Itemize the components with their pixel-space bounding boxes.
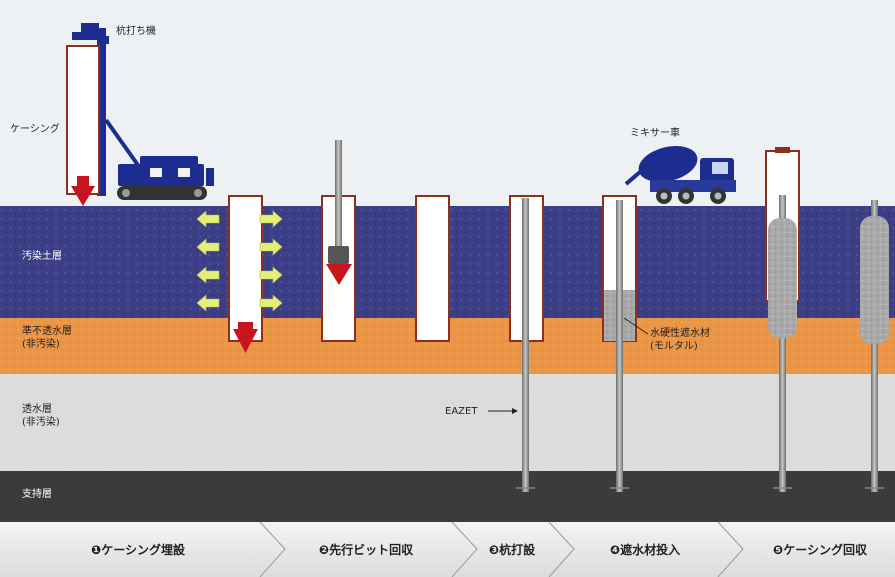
step3-pile (522, 198, 529, 492)
raised-casing (66, 45, 100, 195)
step1-hole (228, 195, 263, 342)
bearing-layer-label: 支持層 (22, 489, 52, 500)
mixer-truck (624, 145, 736, 204)
final-pile (871, 200, 878, 492)
step-2-label: ❷先行ビット回収 (318, 543, 414, 557)
bearing-layer (0, 471, 895, 522)
sealant-label: 水硬性遮水材 (モルタル) (650, 328, 710, 352)
step-1-label: ❶ケーシング埋設 (91, 543, 185, 557)
outward-arrows-right (259, 210, 283, 312)
step-4-label: ❹遮水材投入 (609, 543, 681, 557)
step5-mortar (768, 218, 797, 338)
contaminated-layer-label: 汚染土層 (22, 251, 62, 262)
step-bar (0, 522, 895, 577)
step4-pile (616, 200, 623, 492)
semi-impermeable-layer-label: 準不透水層 (非汚染) (22, 326, 72, 350)
eazet-label: EAZET (445, 406, 478, 417)
permeable-layer-label: 透水層 (非汚染) (22, 404, 60, 428)
casing-red-arrow (71, 186, 95, 206)
outward-arrows-left (196, 210, 220, 312)
step-3-label: ❸杭打設 (488, 543, 536, 557)
permeable-layer (0, 374, 895, 471)
final-mortar (860, 216, 889, 344)
pile-driver-label: 杭打ち機 (116, 26, 156, 37)
step-chevrons (259, 521, 744, 577)
step3-casing (415, 195, 450, 342)
pile-driver-machine (72, 23, 214, 200)
step1-bit-arrow (233, 329, 258, 353)
casing-label: ケーシング (10, 124, 60, 135)
step-5-label: ❺ケーシング回収 (773, 543, 867, 557)
step2-bit-arrow (326, 264, 352, 285)
step5-pile (779, 195, 786, 492)
step2-rod (335, 140, 342, 250)
mixer-truck-label: ミキサー車 (630, 128, 680, 139)
sealant-pointer (623, 317, 649, 335)
